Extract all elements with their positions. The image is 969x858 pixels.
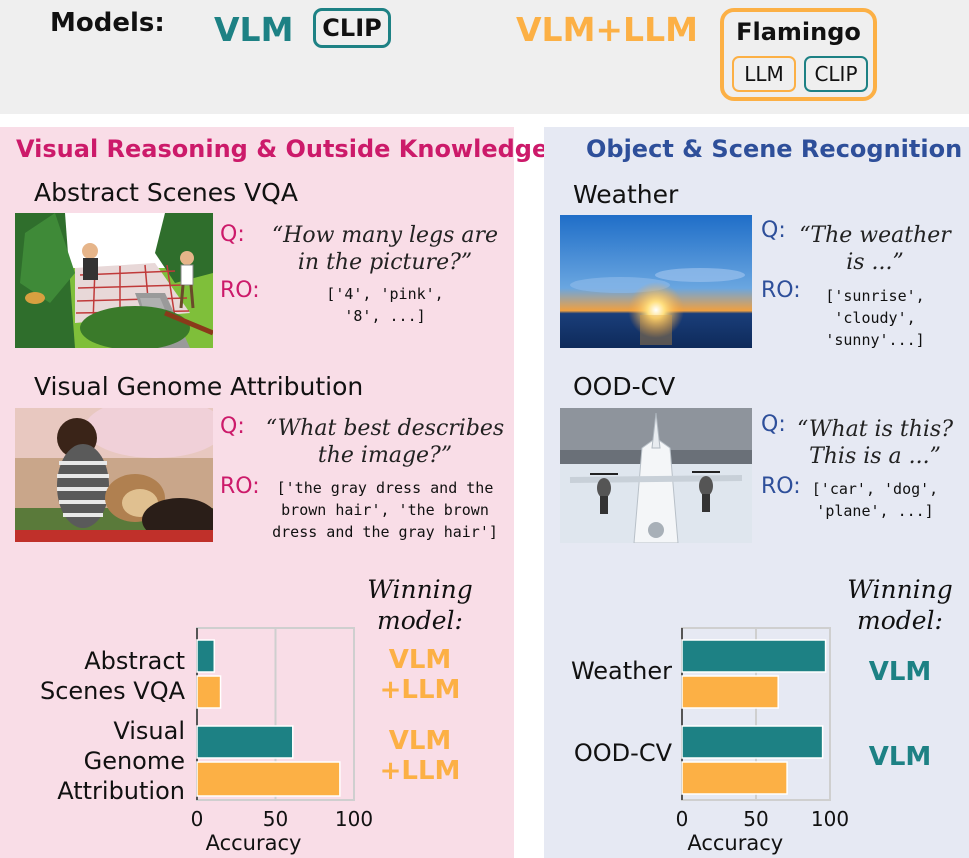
weather-image bbox=[560, 215, 752, 348]
clip-box: CLIP bbox=[313, 8, 391, 48]
visual-genome-image bbox=[15, 408, 213, 542]
ro-label-ood-cv: RO: bbox=[761, 474, 801, 499]
q-label-weather: Q: bbox=[761, 218, 786, 243]
category-label-visual-genome: Visual Genome Attribution bbox=[57, 717, 185, 805]
vlm-label: VLM bbox=[214, 10, 294, 49]
flamingo-label: Flamingo bbox=[736, 18, 861, 46]
q-label-ood-cv: Q: bbox=[761, 412, 786, 437]
bar-1-1 bbox=[196, 761, 341, 797]
winner-weather: VLM bbox=[868, 657, 932, 687]
x-tick-label: 100 bbox=[335, 807, 373, 831]
ro-label-visual-genome: RO: bbox=[220, 474, 260, 499]
q-label-visual-genome: Q: bbox=[220, 414, 245, 439]
bar-1-0 bbox=[196, 725, 294, 759]
options-visual-genome: ['the gray dress and the brown hair', 't… bbox=[272, 479, 498, 541]
winner-abstract: VLM +LLM bbox=[379, 645, 461, 705]
models-label: Models: bbox=[50, 8, 165, 38]
bar-1-0 bbox=[681, 725, 824, 759]
winner-visual-genome: VLM +LLM bbox=[379, 726, 461, 786]
ro-label-abstract: RO: bbox=[220, 278, 260, 303]
llm-box: LLM bbox=[732, 56, 796, 92]
x-tick-label: 50 bbox=[743, 807, 768, 831]
task-title-abstract-scenes: Abstract Scenes VQA bbox=[34, 178, 298, 207]
task-title-ood-cv: OOD-CV bbox=[573, 372, 676, 401]
x-tick-label: 0 bbox=[676, 807, 689, 831]
left-panel-title: Visual Reasoning & Outside Knowledge bbox=[16, 135, 549, 163]
question-abstract: “How many legs are in the picture?” bbox=[271, 223, 499, 275]
task-title-visual-genome: Visual Genome Attribution bbox=[34, 372, 364, 401]
flamingo-box: Flamingo LLM CLIP bbox=[720, 8, 877, 101]
x-tick-label: 100 bbox=[811, 807, 849, 831]
bar-0-0 bbox=[681, 639, 827, 673]
winning-label-right: Winning model: bbox=[847, 575, 953, 635]
category-label-abstract: Abstract Scenes VQA bbox=[39, 647, 185, 705]
winner-ood-cv: VLM bbox=[868, 742, 932, 772]
options-abstract: ['4', 'pink', '8', ...] bbox=[326, 285, 444, 325]
bar-0-0 bbox=[196, 639, 216, 673]
clip-inner-box: CLIP bbox=[804, 56, 868, 92]
x-tick-label: 0 bbox=[191, 807, 204, 831]
x-axis-label: Accuracy bbox=[687, 831, 783, 855]
task-title-weather: Weather bbox=[573, 180, 679, 209]
options-weather: ['sunrise', 'cloudy', 'sunny'...] bbox=[825, 287, 925, 349]
bar-0-1 bbox=[681, 675, 779, 709]
category-label-ood-cv: OOD-CV bbox=[573, 739, 672, 767]
models-legend: Models: VLM CLIP VLM+LLM Flamingo LLM CL… bbox=[0, 0, 969, 114]
bar-1-1 bbox=[681, 761, 788, 795]
options-ood-cv: ['car', 'dog', 'plane', ...] bbox=[811, 480, 939, 520]
ood-cv-image bbox=[560, 408, 752, 543]
winning-label-left: Winning model: bbox=[367, 575, 473, 635]
vlm-llm-label: VLM+LLM bbox=[516, 10, 698, 49]
q-label-abstract: Q: bbox=[220, 222, 245, 247]
question-visual-genome: “What best describes the image?” bbox=[265, 416, 505, 468]
abstract-scene-image bbox=[15, 213, 213, 348]
x-axis-label: Accuracy bbox=[206, 831, 302, 855]
x-tick-label: 50 bbox=[263, 807, 288, 831]
question-ood-cv: “What is this? This is a ...” bbox=[796, 417, 954, 469]
bar-0-1 bbox=[196, 675, 222, 709]
right-panel-title: Object & Scene Recognition bbox=[586, 135, 963, 163]
category-label-weather: Weather bbox=[570, 657, 672, 685]
question-weather: “The weather is ...” bbox=[799, 223, 951, 275]
ro-label-weather: RO: bbox=[761, 278, 801, 303]
